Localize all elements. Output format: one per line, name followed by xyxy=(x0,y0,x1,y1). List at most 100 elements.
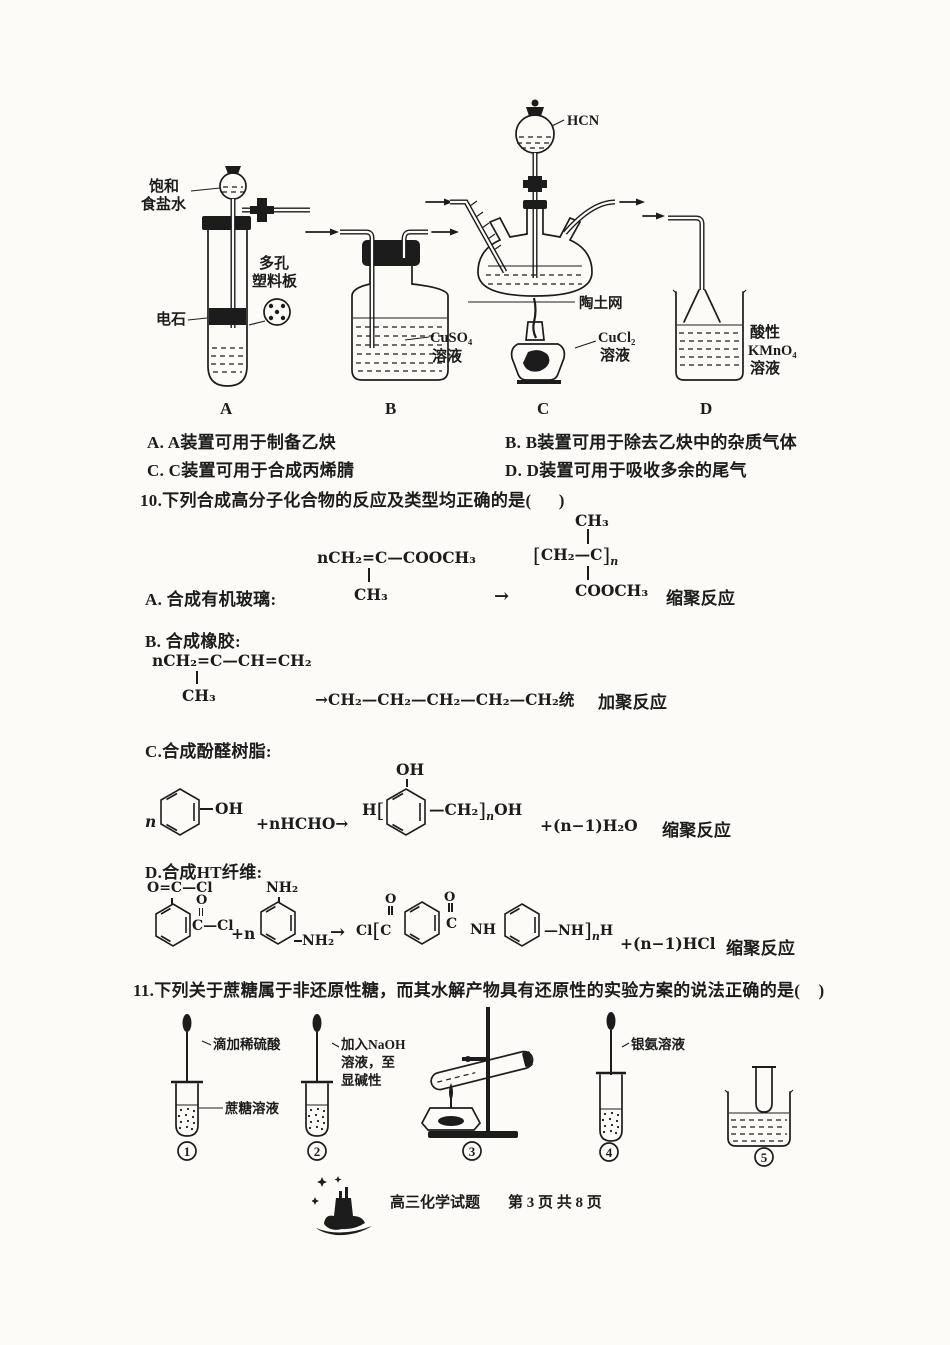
q10d-nh2-side: NH₂ xyxy=(302,933,335,949)
benzene-ring xyxy=(155,903,191,947)
double-bond xyxy=(198,908,200,916)
q10c-n: n xyxy=(145,812,157,831)
q10d-product-end: —NH]nH xyxy=(544,918,613,943)
step4-test-tube: 银氨溶液 4 xyxy=(596,1012,685,1162)
step3-heating-stand: 3 xyxy=(420,1007,534,1161)
benzene-ring xyxy=(404,901,440,945)
label-cuso4-solution: 溶液 xyxy=(432,347,463,365)
label-calcium-carbide: 电石 xyxy=(156,310,186,328)
double-bond xyxy=(448,903,450,912)
q10d-cl: Cl xyxy=(356,923,373,939)
q10d-acyl2: C—Cl xyxy=(192,918,234,934)
bracket-open: [ xyxy=(533,543,541,567)
footer-page-info: 第 3 页 共 8 页 xyxy=(508,1195,602,1211)
footer-ink-logo xyxy=(312,1176,372,1236)
q9-option-d: D. D装置可用于吸收多余的尾气 xyxy=(505,461,747,480)
q10c-reaction-type: 缩聚反应 xyxy=(662,821,732,840)
bracket-close: ] xyxy=(584,918,592,942)
bracket-close: ] xyxy=(602,543,611,567)
device-d-gas-absorber: 酸性 KMnO₄ 溶液 D xyxy=(668,215,797,418)
q10d-hcl: +(n−1)HCl xyxy=(620,934,716,953)
label-cucl2: CuCl₂ xyxy=(598,330,635,346)
bond xyxy=(406,779,408,787)
bond xyxy=(587,566,589,580)
flow-arrow-b-out xyxy=(431,228,459,236)
device-a-acetylene-generator: 饱和 食盐水 电石 多孔 塑料板 A xyxy=(141,166,310,418)
flow-arrow-c-in xyxy=(425,198,453,206)
double-bond xyxy=(391,906,393,915)
step5-number: 5 xyxy=(761,1150,768,1165)
q10c-ch2: —CH₂ xyxy=(429,800,479,819)
q10a-polymer-unit: [CH₂—C]n xyxy=(533,543,618,568)
q10d-nh-end: —NH xyxy=(544,923,585,939)
step4-number: 4 xyxy=(606,1145,613,1160)
step2-number: 2 xyxy=(314,1144,321,1159)
bond xyxy=(278,897,280,902)
step1-number: 1 xyxy=(184,1144,191,1159)
label-add-naoh-line2: 溶液，至 xyxy=(341,1054,395,1070)
q10d-o-mid: O xyxy=(196,893,208,908)
bracket-open: [ xyxy=(376,798,385,822)
q11-stem: 11.下列关于蔗糖属于非还原性糖，而其水解产物具有还原性的实验方案的说法正确的是… xyxy=(133,981,825,1000)
q10d-nh2-top: NH₂ xyxy=(266,880,299,896)
q10c-water: +(n−1)H₂O xyxy=(540,816,638,835)
q10a-reaction-type: 缩聚反应 xyxy=(666,589,736,608)
benzene-ring xyxy=(504,903,540,947)
q10a-monomer: nCH₂=C—COOCH₃ xyxy=(317,548,476,567)
label-porous-plate-line2: 塑料板 xyxy=(252,272,298,290)
label-add-naoh-line1: 加入NaOH xyxy=(340,1037,406,1052)
q10c-product-end: —CH₂]nOH xyxy=(429,798,522,823)
q10c-h: H xyxy=(362,800,377,819)
q10c-h-open: H[ xyxy=(362,798,384,822)
question9-apparatus-figure: 饱和 食盐水 电石 多孔 塑料板 A xyxy=(141,99,797,418)
q9-option-b: B. B装置可用于除去乙炔中的杂质气体 xyxy=(505,433,797,452)
q10a-polymer-cooch3: COOCH₃ xyxy=(575,581,649,600)
device-a-caption: A xyxy=(220,399,233,418)
q9-option-c: C. C装置可用于合成丙烯腈 xyxy=(147,461,355,480)
label-saturated-brine-line1: 饱和 xyxy=(149,177,179,195)
q10d-reaction-type: 缩聚反应 xyxy=(726,939,796,958)
question11-experiment-figure: 滴加稀硫酸 蔗糖溶液 1 加入NaOH 溶液，至 显碱性 2 xyxy=(171,1007,794,1167)
benzene-ring xyxy=(160,788,200,836)
q10c-label: C.合成酚醛树脂: xyxy=(145,742,272,761)
label-acidic: 酸性 xyxy=(750,323,780,341)
bond xyxy=(171,898,173,905)
q10a-polymer-body: CH₂—C xyxy=(540,545,603,564)
q10b-monomer: nCH₂=C—CH=CH₂ xyxy=(152,651,312,670)
double-bond xyxy=(201,908,203,916)
carbide-band xyxy=(209,308,246,325)
q10d-o-p2: O xyxy=(444,890,456,905)
device-c-caption: C xyxy=(537,399,549,418)
device-d-caption: D xyxy=(700,399,712,418)
q10b-reaction-type: 加聚反应 xyxy=(598,693,668,712)
q10d-c1: C xyxy=(380,923,392,939)
q10c-oh: OH xyxy=(215,799,244,818)
label-add-dilute-h2so4: 滴加稀硫酸 xyxy=(213,1036,281,1052)
label-hcn: HCN xyxy=(567,113,600,129)
label-cuso4: CuSO₄ xyxy=(430,330,473,346)
device-c-reaction-flask: HCN 陶土网 CuCl₂ 溶液 xyxy=(450,99,635,418)
bond xyxy=(196,671,198,684)
porous-plate-icon xyxy=(263,298,291,326)
q10a-arrow: → xyxy=(494,586,510,607)
label-add-naoh-line3: 显碱性 xyxy=(341,1072,382,1088)
footer-exam-title: 高三化学试题 xyxy=(390,1195,481,1211)
double-bond xyxy=(388,906,390,915)
q10d-label: D.合成HT纤维: xyxy=(145,863,263,882)
subscript-n: n xyxy=(610,555,619,568)
label-clay-mesh: 陶土网 xyxy=(579,294,623,312)
q10b-label: B. 合成橡胶: xyxy=(145,632,241,651)
bracket-open: [ xyxy=(372,918,381,942)
q10d-cl-open: Cl[C xyxy=(356,918,391,942)
bond xyxy=(200,808,213,810)
step1-test-tube: 滴加稀硫酸 蔗糖溶液 1 xyxy=(171,1014,281,1161)
step2-test-tube: 加入NaOH 溶液，至 显碱性 2 xyxy=(301,1014,406,1161)
flow-arrow-d-in xyxy=(642,212,665,220)
benzene-ring xyxy=(386,788,426,836)
q10a-polymer-ch3: CH₃ xyxy=(575,511,609,530)
step3-number: 3 xyxy=(469,1144,476,1159)
q10d-plus-n: +n xyxy=(231,924,256,943)
label-cucl2-solution: 溶液 xyxy=(600,346,631,364)
q10d-h-end: H xyxy=(599,923,614,939)
